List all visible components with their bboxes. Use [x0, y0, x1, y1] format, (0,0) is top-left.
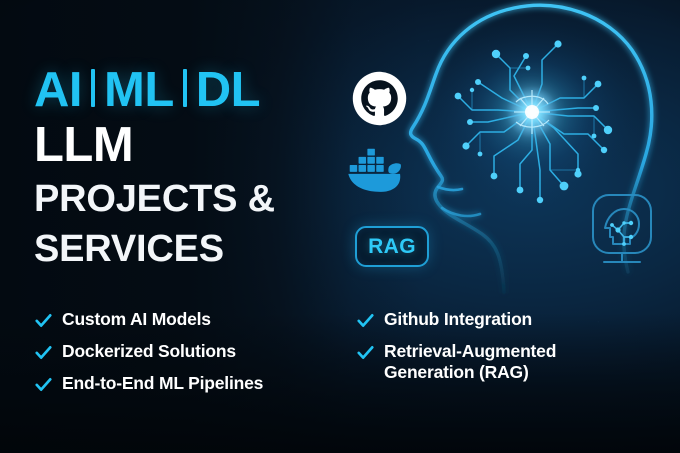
rag-badge[interactable]: RAG: [355, 226, 429, 267]
list-item: Github Integration: [356, 309, 646, 330]
check-icon: [34, 311, 53, 330]
docker-whale-icon[interactable]: [347, 146, 415, 195]
headline-subline-2: SERVICES: [34, 228, 224, 271]
feature-label: End-to-End ML Pipelines: [62, 373, 264, 393]
headline-separator-1: [91, 69, 95, 107]
headline-block: AI ML DL LLM PROJECTS & SERVICES: [34, 66, 364, 270]
headline-subline-1: PROJECTS &: [34, 178, 275, 220]
list-item: Retrieval-Augmented Generation (RAG): [356, 341, 646, 383]
github-icon[interactable]: [351, 70, 408, 127]
headline-token-ai: AI: [34, 63, 83, 117]
list-item: Custom AI Models: [34, 309, 334, 330]
headline-llm: LLM: [34, 118, 134, 172]
check-icon: [34, 375, 53, 394]
feature-column-left: Custom AI Models Dockerized Solutions En…: [34, 309, 334, 394]
headline-acronyms: AI ML DL: [34, 66, 364, 115]
feature-label: Retrieval-Augmented Generation (RAG): [384, 341, 557, 382]
feature-label: Dockerized Solutions: [62, 341, 236, 361]
headline-token-dl: DL: [195, 63, 261, 117]
check-icon: [356, 343, 375, 362]
background-bottom-fade: [0, 313, 680, 453]
feature-lists: Custom AI Models Dockerized Solutions En…: [34, 309, 646, 394]
feature-label: Github Integration: [384, 309, 533, 329]
check-icon: [356, 311, 375, 330]
feature-column-right: Github Integration Retrieval-Augmented G…: [356, 309, 646, 394]
headline-separator-2: [182, 69, 187, 107]
check-icon: [34, 343, 53, 362]
ai-head-chip-icon[interactable]: [588, 192, 660, 272]
list-item: End-to-End ML Pipelines: [34, 373, 334, 394]
rag-badge-label: RAG: [368, 234, 416, 258]
list-item: Dockerized Solutions: [34, 341, 334, 362]
feature-label: Custom AI Models: [62, 309, 211, 329]
headline-token-ml: ML: [104, 63, 174, 117]
